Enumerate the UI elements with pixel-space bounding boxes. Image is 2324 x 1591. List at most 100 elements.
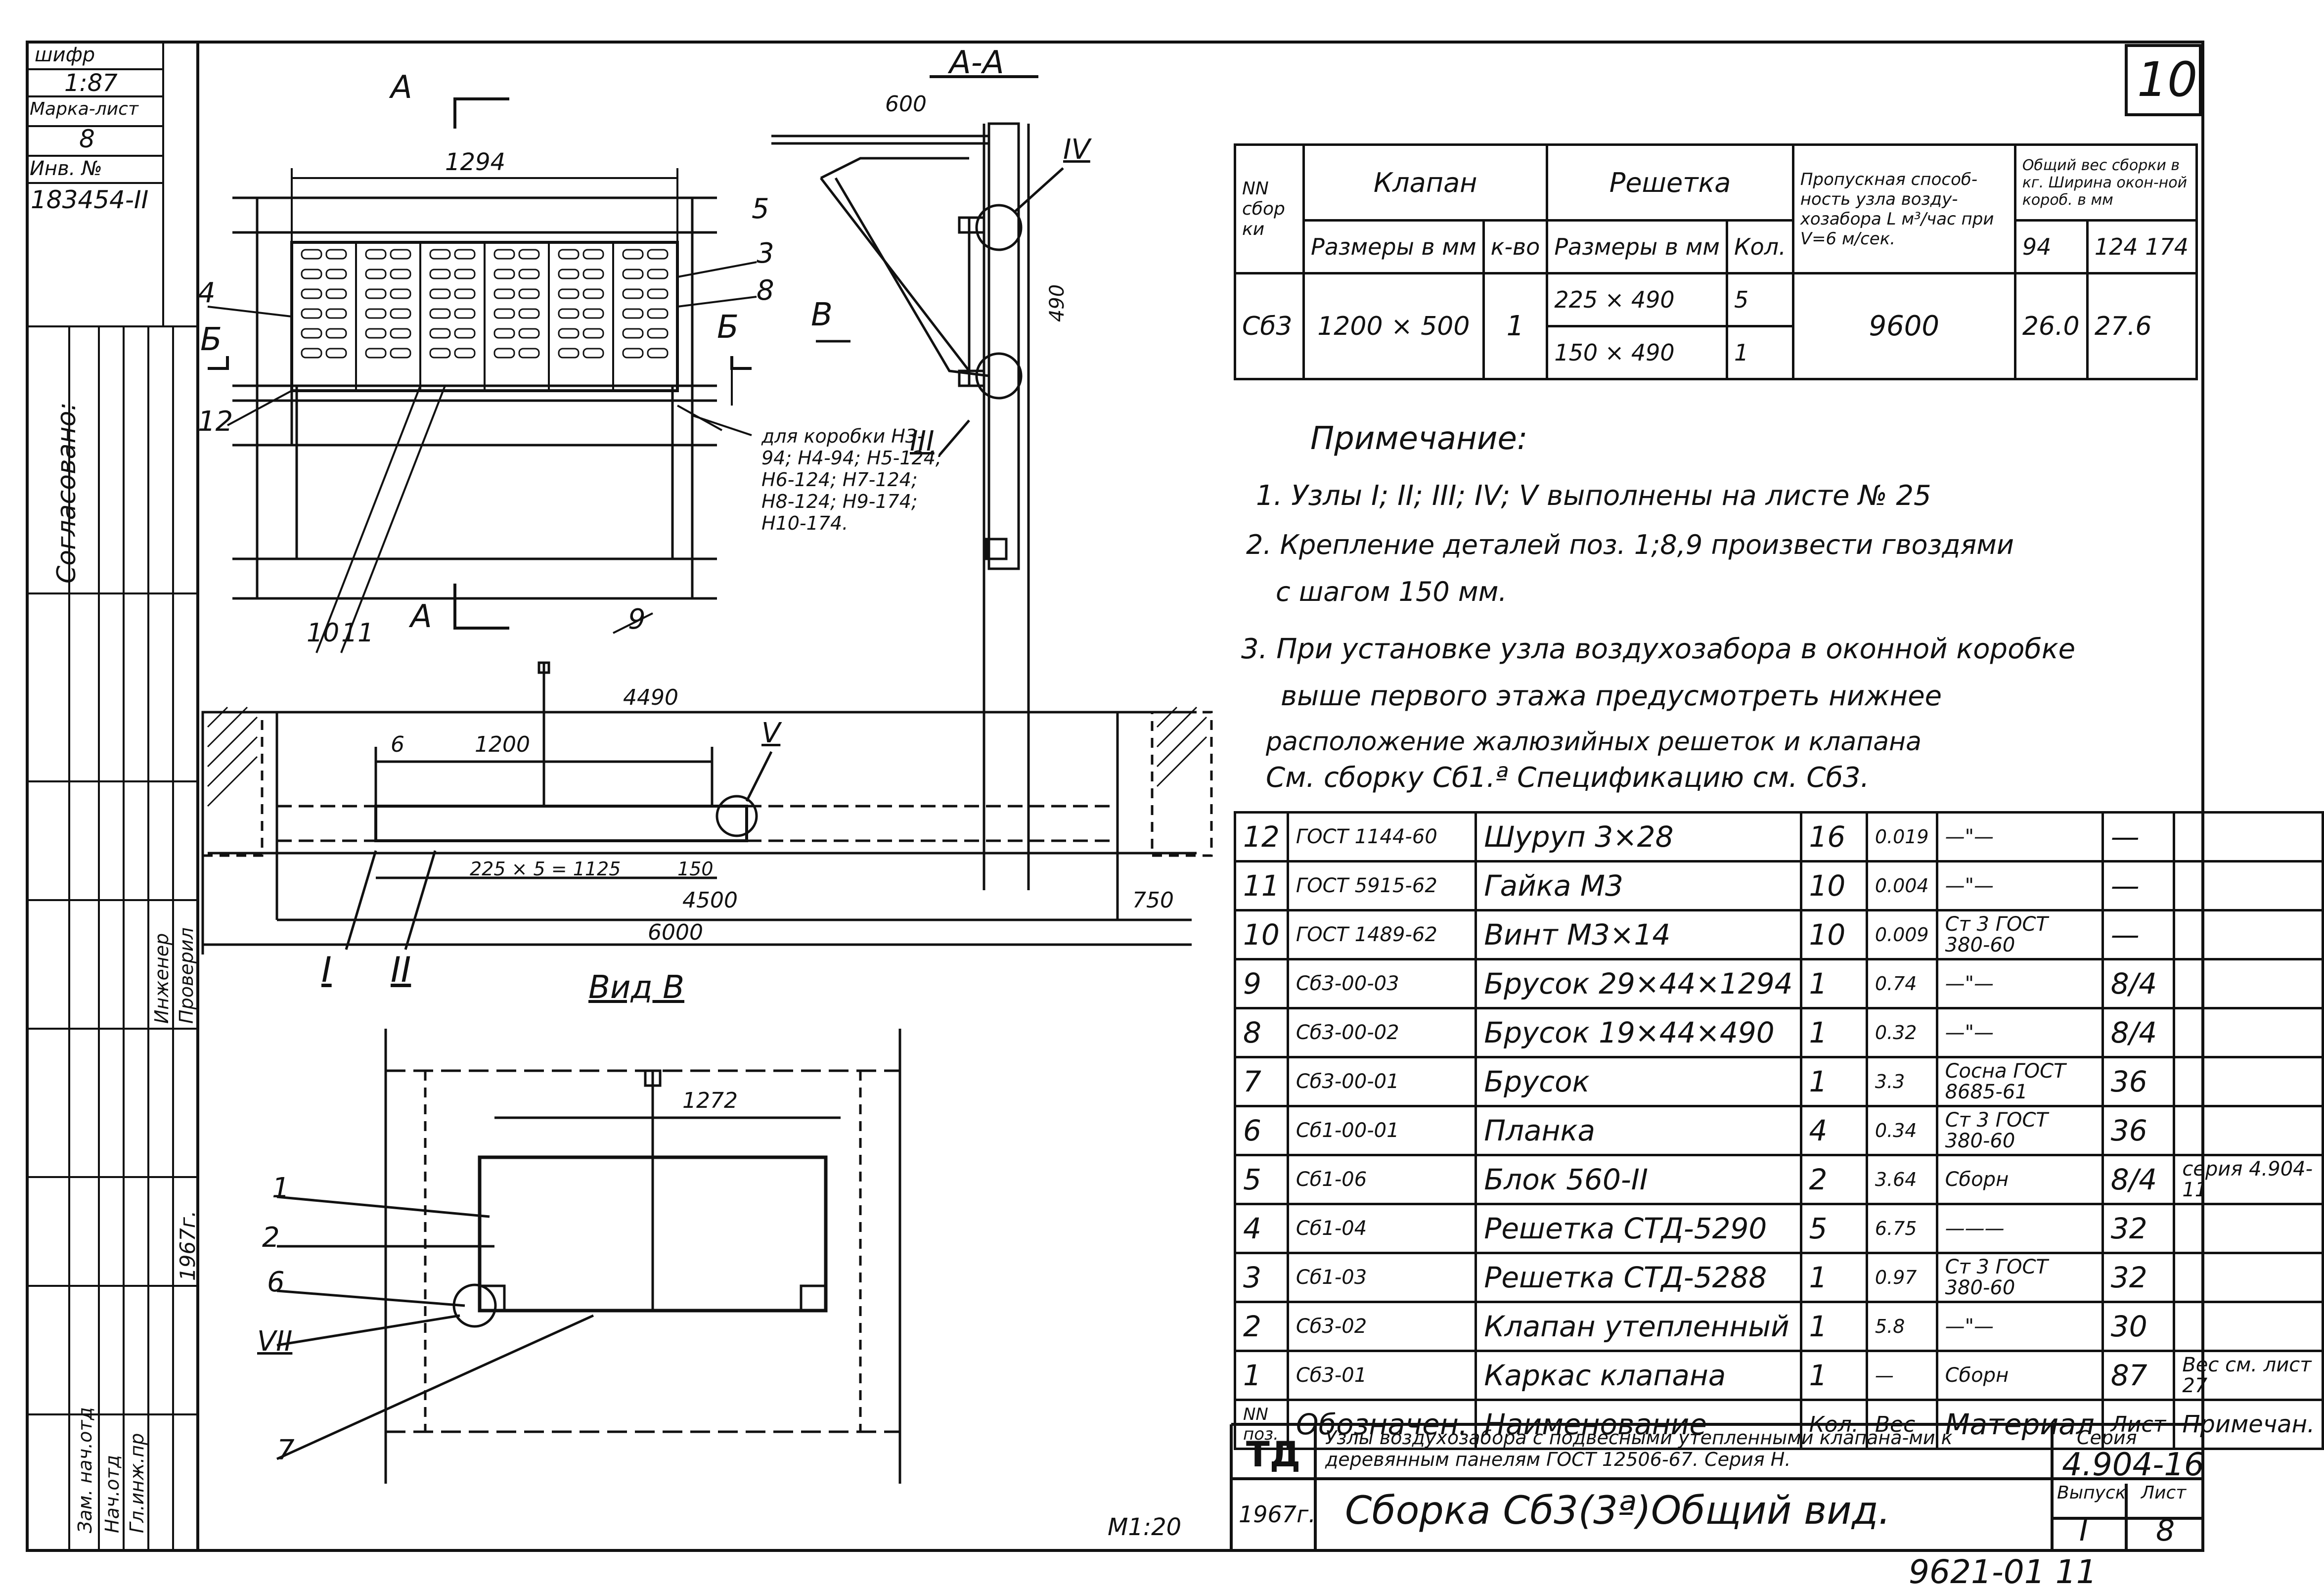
ht-grille-qty: Кол. xyxy=(1725,219,1794,274)
spec-cell-qty: 1 xyxy=(1799,958,1868,1009)
spec-cell-wt: 0.004 xyxy=(1865,860,1938,911)
label-r2: II xyxy=(391,950,411,990)
spec-cell-mat: Ст 3 ГОСТ 380-60 xyxy=(1935,1252,2104,1303)
spec-cell-pos: 6 xyxy=(1234,1105,1289,1156)
spec-cell-wt: 6.75 xyxy=(1865,1203,1938,1254)
label-p1: 1 xyxy=(272,1172,290,1204)
note-3: 3. При установке узла воздухозабора в ок… xyxy=(1241,633,2076,665)
ht-valve-qty: к-во xyxy=(1482,219,1549,274)
spec-cell-note xyxy=(2173,958,2324,1009)
dim-4490: 4490 xyxy=(623,685,678,710)
dim-600: 600 xyxy=(885,91,927,117)
spec-cell-pos: 1 xyxy=(1234,1350,1289,1401)
sh-qty: Кол. xyxy=(1799,1399,1868,1450)
spec-cell-qty: 1 xyxy=(1799,1056,1868,1107)
front-grille-slots xyxy=(355,242,614,391)
stamp-mark-label: Марка-лист xyxy=(30,99,138,119)
label-r4: IV xyxy=(1063,134,1090,166)
ht-col-no: NN сбор ки xyxy=(1234,143,1305,274)
spec-cell-wt: — xyxy=(1865,1350,1938,1401)
spec-cell-pos: 7 xyxy=(1234,1056,1289,1107)
label-r5: V xyxy=(761,717,781,749)
spec-cell-qty: 16 xyxy=(1799,811,1868,863)
spec-cell-mat: —"— xyxy=(1935,1301,2104,1352)
spec-cell-name: Винт М3×14 xyxy=(1475,909,1802,960)
label-sec-aa: А-А xyxy=(949,45,1004,81)
spec-cell-sheet: — xyxy=(2101,811,2176,863)
spec-cell-mat: Сборн xyxy=(1935,1154,2104,1205)
tb-sheet-label: Лист xyxy=(2141,1483,2187,1503)
spec-cell-name: Гайка М3 xyxy=(1475,860,1802,911)
spec-cell-note xyxy=(2173,1105,2324,1156)
spec-cell-code: Сб3-00-01 xyxy=(1286,1056,1477,1107)
spec-cell-code: Сб1-06 xyxy=(1286,1154,1477,1205)
header-table: NN сбор ки Клапан Решетка Пропускная спо… xyxy=(1234,143,2198,380)
dim-750: 750 xyxy=(1132,888,1174,913)
spec-cell-qty: 1 xyxy=(1799,1350,1868,1401)
spec-cell-note xyxy=(2173,1007,2324,1058)
note-2: 2. Крепление деталей поз. 1;8,9 произвес… xyxy=(1246,529,2014,560)
spec-cell-note: серия 4.904-11 xyxy=(2173,1154,2324,1205)
spec-cell-wt: 0.32 xyxy=(1865,1007,1938,1058)
note-2b: с шагом 150 мм. xyxy=(1276,576,1507,607)
sh-pos: NN поз. xyxy=(1234,1399,1289,1450)
spec-cell-code: Сб1-03 xyxy=(1286,1252,1477,1303)
wall-hatch xyxy=(207,706,1207,807)
spec-cell-mat: Сосна ГОСТ 8685-61 xyxy=(1935,1056,2104,1107)
label-p4: 4 xyxy=(198,277,216,309)
spec-cell-sheet: — xyxy=(2101,909,2176,960)
spec-cell-sheet: 32 xyxy=(2101,1252,2176,1303)
note-3c: расположение жалюзийных решеток и клапан… xyxy=(1266,727,1922,757)
ht-w124: 124 174 xyxy=(2086,219,2198,274)
sh-sheet: Лист xyxy=(2101,1399,2176,1450)
spec-cell-pos: 9 xyxy=(1234,958,1289,1009)
spec-cell-code: Сб3-00-03 xyxy=(1286,958,1477,1009)
bottom-stamp: 9621-01 11 xyxy=(1909,1553,2097,1591)
spec-cell-wt: 0.019 xyxy=(1865,811,1938,863)
label-sec-a-top: А xyxy=(391,69,412,106)
spec-cell-name: Блок 560-II xyxy=(1475,1154,1802,1205)
stamp-entry-5: Проверил xyxy=(176,927,197,1024)
spec-cell-wt: 5.8 xyxy=(1865,1301,1938,1352)
ht-row-id: Сб3 xyxy=(1234,272,1305,380)
sh-code: Обозначен. xyxy=(1286,1399,1477,1450)
spec-cell-wt: 0.97 xyxy=(1865,1252,1938,1303)
ht-grille: Решетка xyxy=(1546,143,1794,222)
label-p10: 10 xyxy=(307,618,340,648)
spec-cell-pos: 11 xyxy=(1234,860,1289,911)
dim-1294: 1294 xyxy=(445,148,506,176)
label-p6: 6 xyxy=(267,1266,285,1298)
spec-cell-pos: 8 xyxy=(1234,1007,1289,1058)
spec-cell-code: Сб3-01 xyxy=(1286,1350,1477,1401)
spec-cell-name: Решетка СТД-5290 xyxy=(1475,1203,1802,1254)
tb-year: 1967г. xyxy=(1239,1501,1316,1528)
stamp-code: шифр xyxy=(35,44,95,66)
spec-cell-qty: 1 xyxy=(1799,1252,1868,1303)
stamp-entry-4: Инженер xyxy=(151,933,173,1024)
ht-row-w1: 26.0 xyxy=(2013,272,2089,380)
spec-cell-wt: 0.34 xyxy=(1865,1105,1938,1156)
stamp-year: 1:87 xyxy=(64,69,118,97)
dim-225: 225 × 5 = 1125 xyxy=(470,858,621,880)
section-aa xyxy=(771,75,1064,890)
spec-cell-sheet: 8/4 xyxy=(2101,1007,2176,1058)
ht-throughput: Пропускная способ-ность узла возду-хозаб… xyxy=(1791,143,2016,274)
tb-td: ТД xyxy=(1246,1434,1301,1475)
sh-mat: Материал xyxy=(1935,1399,2104,1450)
spec-cell-name: Брусок 29×44×1294 xyxy=(1475,958,1802,1009)
spec-cell-note: Вес см. лист 27 xyxy=(2173,1350,2324,1401)
spec-cell-qty: 5 xyxy=(1799,1203,1868,1254)
label-sec-a-bottom: А xyxy=(410,598,432,635)
spec-cell-name: Планка xyxy=(1475,1105,1802,1156)
stamp-year-1967: 1967г. xyxy=(176,1210,200,1281)
tb-title: Сборка Сб3(3ª)Общий вид. xyxy=(1345,1489,1891,1533)
spec-cell-note xyxy=(2173,909,2324,960)
